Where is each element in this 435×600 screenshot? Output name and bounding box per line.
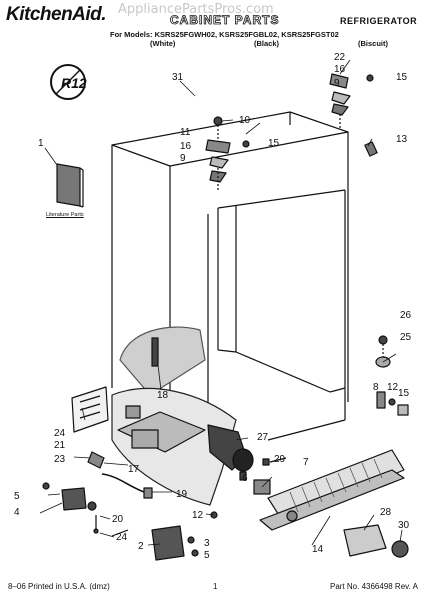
r12-badge-text: R12 bbox=[61, 75, 87, 91]
callout-labels: 31 22 16 15 9 10 11 16 15 9 13 1 26 25 1… bbox=[14, 52, 412, 561]
callout-4: 4 bbox=[14, 507, 20, 518]
callout-28: 28 bbox=[380, 507, 392, 518]
callout-21: 21 bbox=[54, 440, 66, 451]
top-hinge-right bbox=[329, 73, 374, 128]
category-label: REFRIGERATOR bbox=[340, 16, 418, 26]
callout-20: 20 bbox=[112, 514, 124, 525]
lower-left-parts bbox=[42, 451, 153, 534]
callout-30: 30 bbox=[398, 520, 410, 531]
callout-22: 22 bbox=[334, 52, 346, 63]
grille-bracket bbox=[343, 524, 409, 558]
lower-hinge-right bbox=[376, 391, 409, 416]
brand-logo: KitchenAid. bbox=[6, 4, 107, 25]
models-line: For Models: KSRS25FGWH02, KSRS25FGBL02, … bbox=[110, 30, 339, 39]
condenser-fan-bracket bbox=[207, 424, 254, 472]
callout-16a: 16 bbox=[334, 64, 346, 75]
callout-12b: 12 bbox=[192, 510, 204, 521]
callout-23: 23 bbox=[54, 454, 66, 465]
color-black: (Black) bbox=[254, 39, 280, 48]
literature-parts-label: Literature Parts bbox=[46, 212, 84, 218]
footer-part-number: Part No. 4366498 Rev. A bbox=[330, 582, 418, 591]
callout-15c: 15 bbox=[398, 388, 410, 399]
callout-15b: 15 bbox=[268, 138, 280, 149]
toe-grille bbox=[259, 449, 405, 531]
watermark: AppliancePartsPros.com bbox=[118, 2, 274, 17]
callout-29: 29 bbox=[274, 454, 286, 465]
callout-14: 14 bbox=[312, 544, 324, 555]
callout-26: 26 bbox=[400, 310, 412, 321]
callout-15a: 15 bbox=[396, 72, 408, 83]
callout-5a: 5 bbox=[14, 491, 20, 502]
callout-25: 25 bbox=[400, 332, 412, 343]
callout-10: 10 bbox=[239, 115, 251, 126]
callout-24a: 24 bbox=[54, 428, 66, 439]
callout-8: 8 bbox=[373, 382, 379, 393]
top-hinge-left bbox=[205, 116, 250, 190]
lower-hinge-grommet bbox=[375, 335, 391, 368]
callout-13: 13 bbox=[396, 134, 408, 145]
footer-printed: 8–06 Printed in U.S.A. (dmz) bbox=[8, 582, 110, 591]
callout-3: 3 bbox=[204, 538, 210, 549]
callout-1: 1 bbox=[38, 138, 44, 149]
r12-badge: R12 bbox=[50, 64, 87, 100]
callout-7: 7 bbox=[303, 457, 309, 468]
literature-booklet bbox=[56, 163, 84, 208]
callout-17: 17 bbox=[128, 464, 140, 475]
callout-2: 2 bbox=[138, 541, 144, 552]
callout-18: 18 bbox=[157, 390, 169, 401]
callout-16b: 16 bbox=[180, 141, 192, 152]
footer-page-number: 1 bbox=[213, 582, 218, 591]
callout-31: 31 bbox=[172, 72, 184, 83]
machine-compartment bbox=[111, 326, 237, 506]
callout-11: 11 bbox=[180, 127, 191, 138]
callout-5b: 5 bbox=[204, 550, 210, 561]
drain-tube bbox=[151, 337, 159, 367]
hinge-cover bbox=[364, 141, 378, 157]
callout-19: 19 bbox=[176, 489, 188, 500]
callout-9b: 9 bbox=[180, 153, 186, 164]
callout-12a: 12 bbox=[387, 382, 399, 393]
bottom-center-parts bbox=[111, 511, 218, 561]
color-white: (White) bbox=[150, 39, 176, 48]
cabinet-body bbox=[111, 111, 349, 441]
callout-9a: 9 bbox=[334, 78, 340, 89]
color-biscuit: (Biscuit) bbox=[358, 39, 388, 48]
leader-lines bbox=[39, 59, 403, 546]
callout-24b: 24 bbox=[116, 532, 128, 543]
page-title: CABINET PARTS bbox=[170, 13, 280, 28]
rear-access-panel bbox=[71, 386, 109, 433]
callout-27: 27 bbox=[257, 432, 269, 443]
callout-6: 6 bbox=[242, 473, 248, 484]
